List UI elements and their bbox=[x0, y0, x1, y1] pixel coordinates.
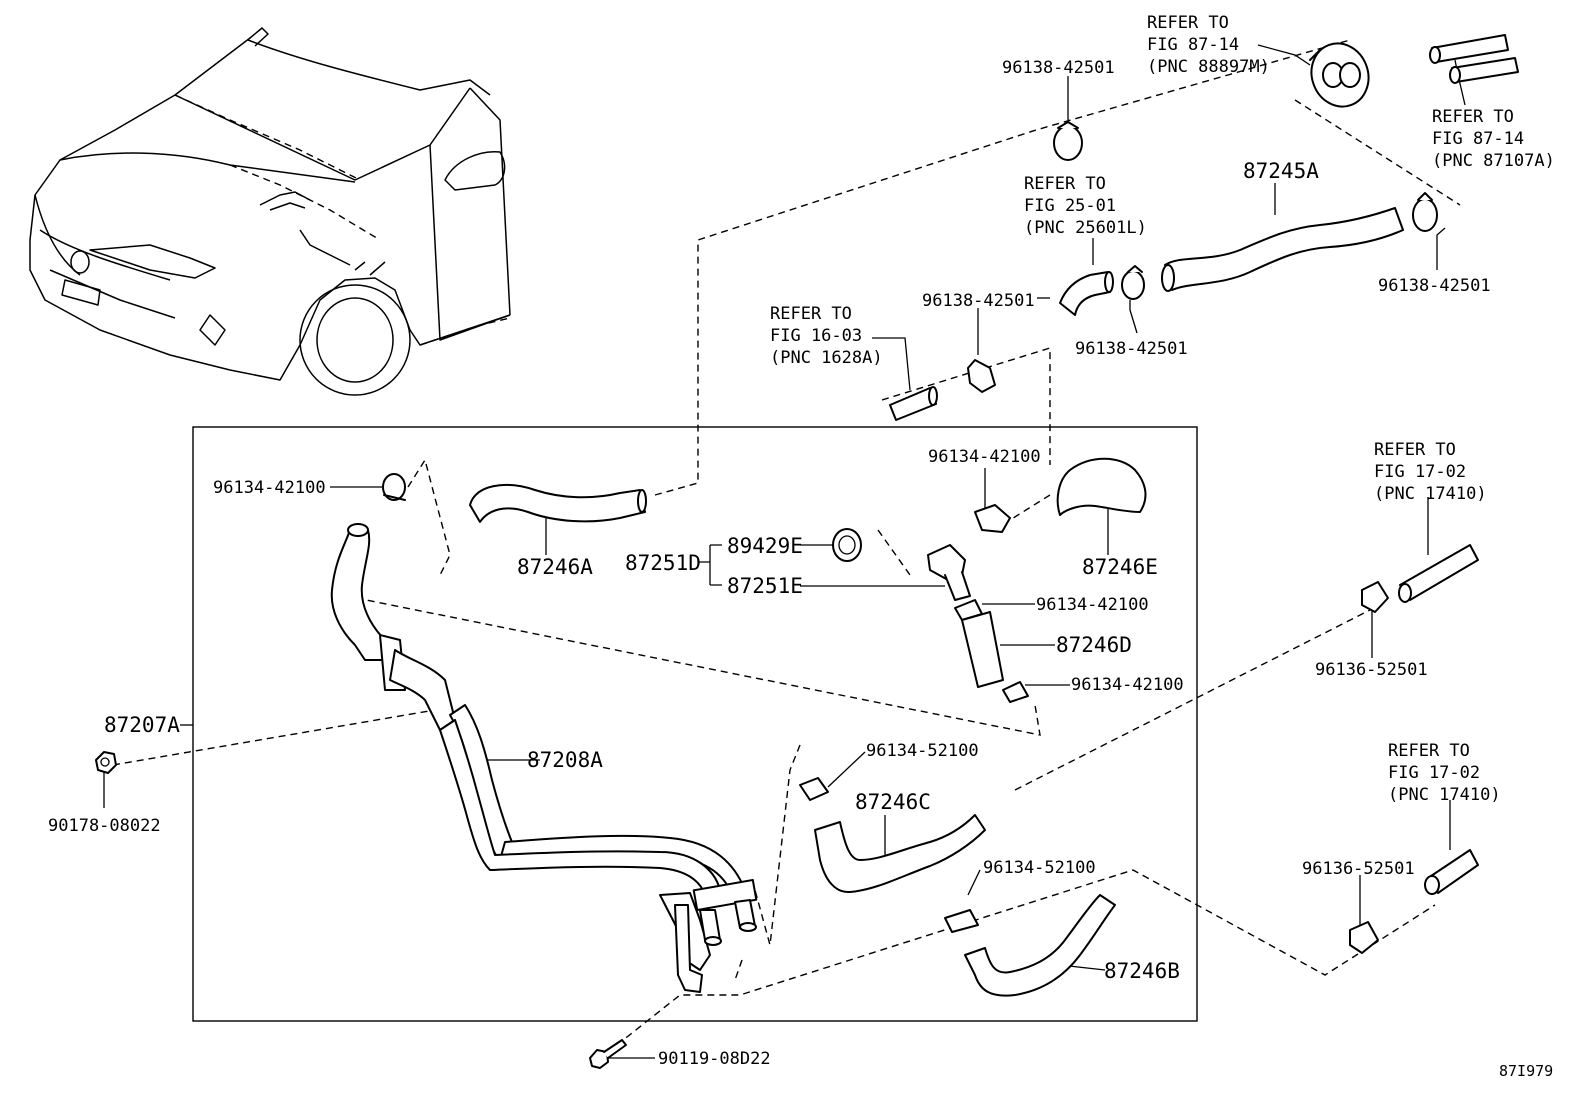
label-89429E: 89429E bbox=[727, 534, 803, 558]
label-96134-top: 96134-42100 bbox=[928, 447, 1041, 467]
label-96138-midright: 96138-42501 bbox=[1075, 339, 1188, 359]
label-96134-left: 96134-42100 bbox=[213, 478, 326, 498]
label-96134-52100-a: 96134-52100 bbox=[866, 741, 979, 761]
hose-87245A bbox=[1164, 207, 1404, 291]
assembly-box bbox=[192, 426, 1198, 1022]
bolt-icon bbox=[589, 1039, 627, 1069]
clamp-icon bbox=[1412, 192, 1438, 232]
labels: REFER TO FIG 87-14 (PNC 88897M) REFER TO… bbox=[48, 13, 1555, 1080]
ref-88897M-l1: REFER TO bbox=[1147, 13, 1229, 33]
grommet-part bbox=[1309, 42, 1370, 108]
label-96136-a: 96136-52501 bbox=[1315, 660, 1428, 680]
ref-87107A-l1: REFER TO bbox=[1432, 107, 1514, 127]
label-87246C: 87246C bbox=[855, 790, 931, 814]
pipe-87207A bbox=[330, 523, 746, 891]
clamp-icon bbox=[1349, 921, 1379, 954]
figure-code: 87I979 bbox=[1499, 1062, 1553, 1080]
vehicle-illustration bbox=[29, 27, 511, 396]
ref-25601L-l3: (PNC 25601L) bbox=[1024, 218, 1147, 238]
label-90178: 90178-08022 bbox=[48, 816, 161, 836]
hose-87246D bbox=[961, 611, 1004, 688]
hose-87246B bbox=[964, 894, 1116, 997]
clamp-icon bbox=[974, 504, 1011, 533]
label-96138-right: 96138-42501 bbox=[1378, 276, 1491, 296]
label-87208A: 87208A bbox=[527, 748, 603, 772]
label-96138-midleft: 96138-42501 bbox=[922, 291, 1035, 311]
ref-17410a-l3: (PNC 17410) bbox=[1374, 484, 1487, 504]
housing-87251E bbox=[927, 544, 971, 601]
hose-87246C bbox=[814, 814, 986, 894]
part-drawings bbox=[95, 34, 1519, 1069]
hose-87246A bbox=[469, 484, 646, 523]
label-96134-dbot: 96134-42100 bbox=[1071, 675, 1184, 695]
label-87251E: 87251E bbox=[727, 574, 803, 598]
label-90119: 90119-08D22 bbox=[658, 1049, 771, 1069]
leader-lines bbox=[103, 44, 1466, 1059]
ref-25601L-l2: FIG 25-01 bbox=[1024, 196, 1116, 216]
label-87246D: 87246D bbox=[1056, 633, 1132, 657]
ref-17410a-l2: FIG 17-02 bbox=[1374, 462, 1466, 482]
pipe-ends-part bbox=[1429, 34, 1519, 84]
label-87245A: 87245A bbox=[1243, 159, 1319, 183]
clamp-icon bbox=[799, 777, 829, 801]
label-87207A: 87207A bbox=[104, 713, 180, 737]
clamp-icon bbox=[1361, 581, 1389, 613]
ref-88897M-l2: FIG 87-14 bbox=[1147, 35, 1239, 55]
label-87251D: 87251D bbox=[625, 551, 701, 575]
ref-17410b-l3: (PNC 17410) bbox=[1388, 785, 1501, 805]
hose-87246E bbox=[1056, 457, 1147, 516]
clamp-icon bbox=[1121, 265, 1145, 300]
thermostat-icon bbox=[832, 528, 862, 562]
label-87246A: 87246A bbox=[517, 555, 593, 579]
ref-17410b-l2: FIG 17-02 bbox=[1388, 763, 1480, 783]
label-96134-dtop: 96134-42100 bbox=[1036, 595, 1149, 615]
connection-lines bbox=[112, 39, 1461, 1061]
clamp-icon bbox=[967, 359, 996, 393]
nut-icon bbox=[95, 751, 117, 774]
label-96138-top: 96138-42501 bbox=[1002, 58, 1115, 78]
ref-88897M-l3: (PNC 88897M) bbox=[1147, 57, 1270, 77]
ref-1628A-l1: REFER TO bbox=[770, 304, 852, 324]
clamp-icon bbox=[944, 909, 979, 933]
ref-1628A-l3: (PNC 1628A) bbox=[770, 348, 883, 368]
clamp-icon bbox=[1053, 121, 1083, 161]
label-96134-52100-b: 96134-52100 bbox=[983, 858, 1096, 878]
ref-87107A-l3: (PNC 87107A) bbox=[1432, 151, 1555, 171]
ref-17410a-l1: REFER TO bbox=[1374, 440, 1456, 460]
label-87246E: 87246E bbox=[1082, 555, 1158, 579]
ref-25601L-l1: REFER TO bbox=[1024, 174, 1106, 194]
clamp-icon bbox=[1002, 681, 1029, 703]
label-96136-b: 96136-52501 bbox=[1302, 859, 1415, 879]
ref-1628A-l2: FIG 16-03 bbox=[770, 326, 862, 346]
clamp-icon bbox=[382, 473, 406, 501]
ref-17410b-l1: REFER TO bbox=[1388, 741, 1470, 761]
ref-87107A-l2: FIG 87-14 bbox=[1432, 129, 1524, 149]
label-87246B: 87246B bbox=[1104, 959, 1180, 983]
